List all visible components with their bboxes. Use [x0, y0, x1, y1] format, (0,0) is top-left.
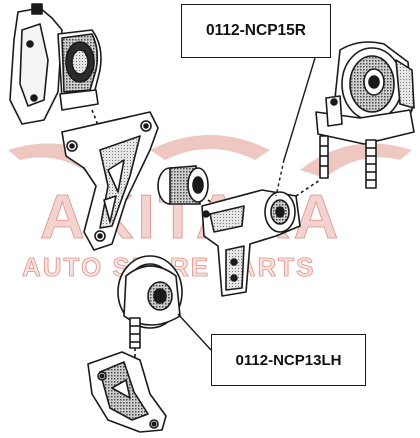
small-rubber-bush — [157, 165, 219, 209]
lower-bracket — [87, 351, 167, 433]
left-engine-mount — [117, 255, 183, 362]
upper-left-mount-assembly — [9, 3, 102, 131]
center-mounting-bracket — [201, 179, 321, 297]
part-number-callout-left: 0112-NCP13LH — [211, 334, 366, 386]
transmission-bracket — [61, 111, 159, 251]
leader-lines-top — [275, 57, 316, 197]
right-engine-mount — [315, 41, 415, 189]
part-number-callout-right: 0112-NCP15R — [181, 4, 331, 58]
leader-line-bottom — [177, 313, 212, 351]
